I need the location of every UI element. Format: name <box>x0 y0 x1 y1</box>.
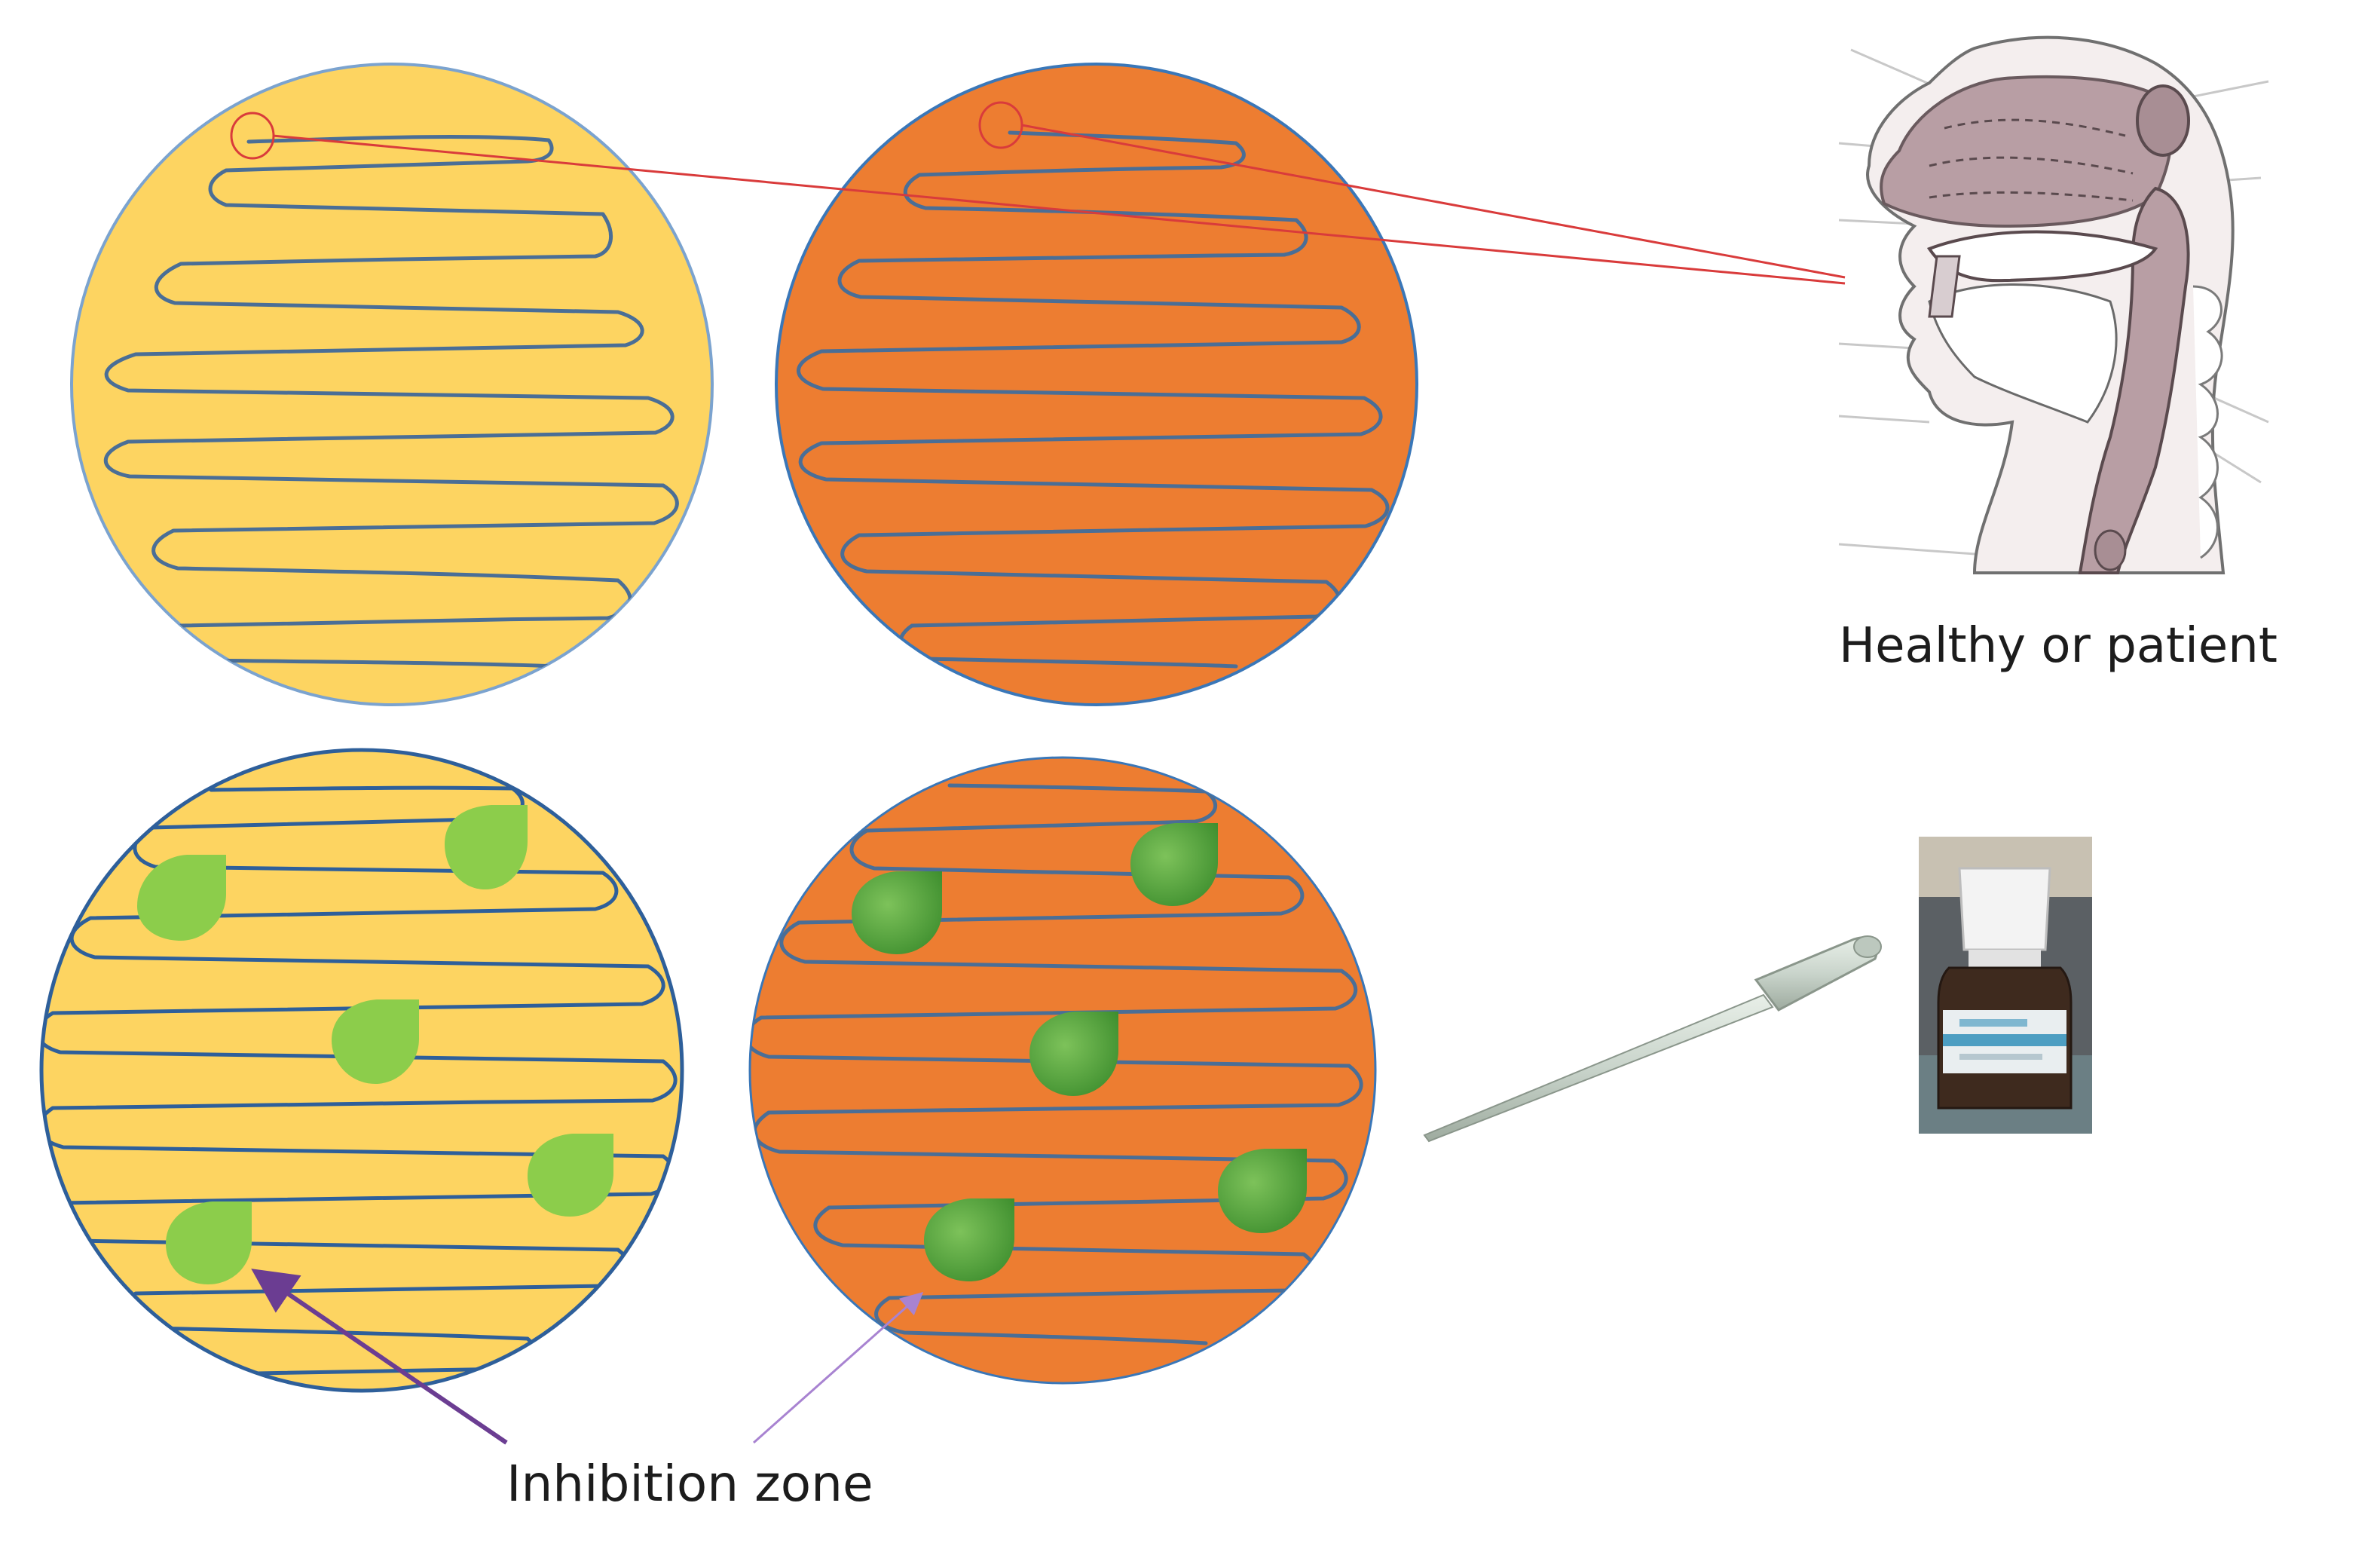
pipette-icon <box>1423 935 1882 1143</box>
sample-connector-lines <box>230 101 1846 285</box>
streak-pattern <box>103 135 679 669</box>
inhibition-zone <box>332 999 419 1084</box>
inhibition-zone-arrows <box>251 1269 924 1445</box>
inhibition-zones <box>137 805 613 1284</box>
connector-line <box>1021 124 1846 279</box>
inhibition-zone <box>528 1134 613 1217</box>
inhibition-zone-label: Inhibition zone <box>506 1455 873 1513</box>
top-right-plate <box>775 63 1418 706</box>
healthy-or-patient-label: Healthy or patient <box>1839 618 2278 674</box>
inhibition-zone <box>166 1201 252 1284</box>
top-left-plate <box>70 63 714 706</box>
connector-line <box>272 134 1846 285</box>
inhibition-zone <box>924 1198 1014 1281</box>
inhibition-zones <box>852 823 1307 1281</box>
inhibition-zone <box>445 805 528 889</box>
dropper-bottle-icon <box>1919 837 2092 1134</box>
inhibition-zone <box>1029 1012 1118 1096</box>
bottom-left-plate <box>39 748 684 1393</box>
arrow-to-yellow-zone <box>251 1269 508 1445</box>
inhibition-zone <box>852 871 942 954</box>
streak-pattern <box>797 130 1390 669</box>
bottom-right-plate <box>748 756 1377 1385</box>
head-anatomy-icon <box>1838 35 2269 574</box>
inhibition-zone <box>1218 1149 1307 1233</box>
arrow-to-orange-zone <box>753 1292 924 1444</box>
inhibition-zone <box>137 855 226 941</box>
inhibition-zone <box>1130 823 1218 906</box>
